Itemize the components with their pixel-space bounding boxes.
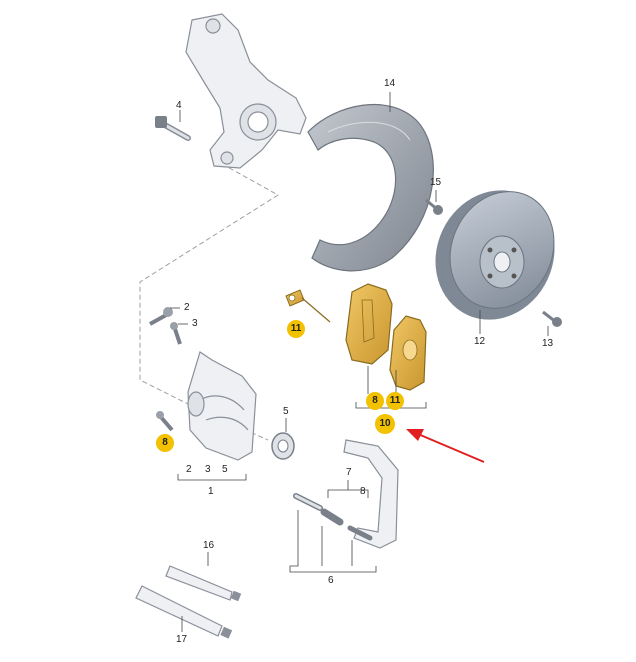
red-arrow-icon xyxy=(406,429,485,463)
bolt-2 xyxy=(149,307,180,326)
grease-tube-17 xyxy=(135,585,233,639)
piston-seal-5 xyxy=(271,418,295,460)
grease-tube-16 xyxy=(165,552,242,602)
callout-7: 7 xyxy=(346,467,352,478)
guide-pin xyxy=(293,493,323,511)
guide-pin-boot xyxy=(320,508,344,526)
callout-11-pads: 11 xyxy=(386,392,404,410)
group-6-bracket xyxy=(289,510,377,573)
screw-15 xyxy=(425,190,443,215)
callout-10: 10 xyxy=(375,414,395,434)
wear-sensor xyxy=(285,289,331,323)
screw-13 xyxy=(542,310,562,336)
group-1-bracket xyxy=(177,474,247,481)
callout-6: 6 xyxy=(328,575,334,586)
callout-group1-5: 5 xyxy=(222,464,228,475)
callout-8-pads: 8 xyxy=(366,392,384,410)
guide-pin-inner xyxy=(347,525,373,541)
callout-group1-3: 3 xyxy=(205,464,211,475)
brake-pad-inner xyxy=(389,315,427,394)
splash-shield xyxy=(307,92,434,272)
bolt-3 xyxy=(170,322,188,345)
brake-pad-outer xyxy=(345,283,393,394)
callout-4: 4 xyxy=(176,100,182,111)
callout-group1-2: 2 xyxy=(186,464,192,475)
bolt-8 xyxy=(156,411,174,432)
callout-3: 3 xyxy=(192,318,198,329)
callout-8-bracket: 8 xyxy=(360,486,366,497)
callout-15: 15 xyxy=(430,177,442,188)
brake-disc xyxy=(435,190,555,334)
brake-caliper xyxy=(187,351,257,461)
callout-16: 16 xyxy=(203,540,215,551)
callout-2: 2 xyxy=(184,302,190,313)
bolt-4 xyxy=(155,110,191,141)
callout-5: 5 xyxy=(283,406,289,417)
callout-1: 1 xyxy=(208,486,214,497)
callout-17: 17 xyxy=(176,634,188,645)
callout-11-sensor: 11 xyxy=(287,320,305,338)
callout-13: 13 xyxy=(542,338,554,349)
steering-knuckle xyxy=(185,13,307,169)
callout-14: 14 xyxy=(384,78,396,89)
callout-12: 12 xyxy=(474,336,486,347)
callout-8-bolt: 8 xyxy=(156,434,174,452)
